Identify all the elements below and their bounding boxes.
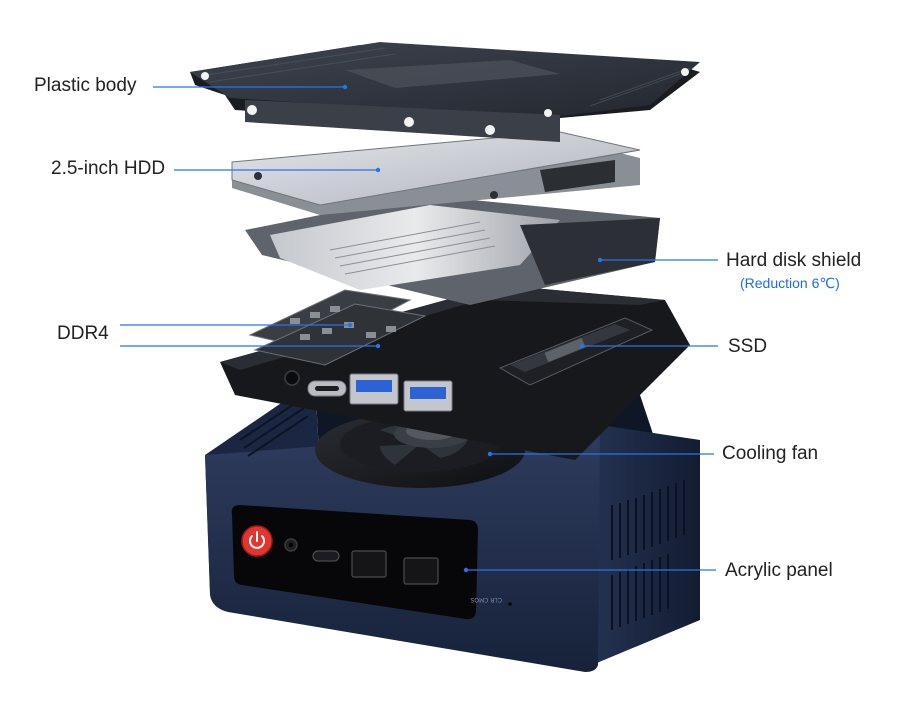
- audio-jack-icon: [284, 538, 298, 552]
- usb-a-port-1: [351, 550, 387, 578]
- line-ddr4-1-dot: [347, 322, 353, 328]
- label-hard-disk-shield: Hard disk shield: [726, 250, 862, 271]
- callout-lines: [120, 84, 718, 573]
- label-ssd: SSD: [728, 336, 768, 357]
- line-hdd-dot: [375, 167, 381, 173]
- ddr4-modules: [248, 289, 427, 366]
- label-hdd: 2.5-inch HDD: [51, 158, 166, 179]
- usb-c-icon: [307, 380, 347, 397]
- power-button[interactable]: [241, 525, 273, 557]
- hard-disk-shield: [245, 195, 660, 305]
- line-cooling-fan-dot: [487, 451, 493, 457]
- label-cooling-fan: Cooling fan: [722, 443, 819, 464]
- line-ddr4-2-dot: [375, 343, 381, 349]
- motherboard: [220, 285, 690, 460]
- usb-a-icon: [349, 373, 453, 412]
- label-acrylic-panel: Acrylic panel: [725, 560, 833, 581]
- usb-a-port-2: [403, 557, 439, 585]
- label-ddr4: DDR4: [57, 323, 109, 344]
- line-acrylic-panel-dot: [463, 567, 469, 573]
- label-hard-disk-shield-note: (Reduction 6℃): [740, 275, 840, 291]
- clr-cmos-print: CLR CMOS: [470, 596, 502, 603]
- hdd-drive: [231, 131, 641, 215]
- line-plastic-body-dot: [342, 84, 348, 90]
- plastic-body-lid: [190, 42, 700, 142]
- power-icon: [249, 531, 265, 549]
- line-hard-disk-shield-dot: [597, 257, 603, 263]
- usb-c-port: [312, 550, 340, 562]
- ssd-module: [498, 317, 654, 386]
- label-plastic-body: Plastic body: [34, 75, 137, 96]
- line-ssd-dot: [579, 343, 585, 349]
